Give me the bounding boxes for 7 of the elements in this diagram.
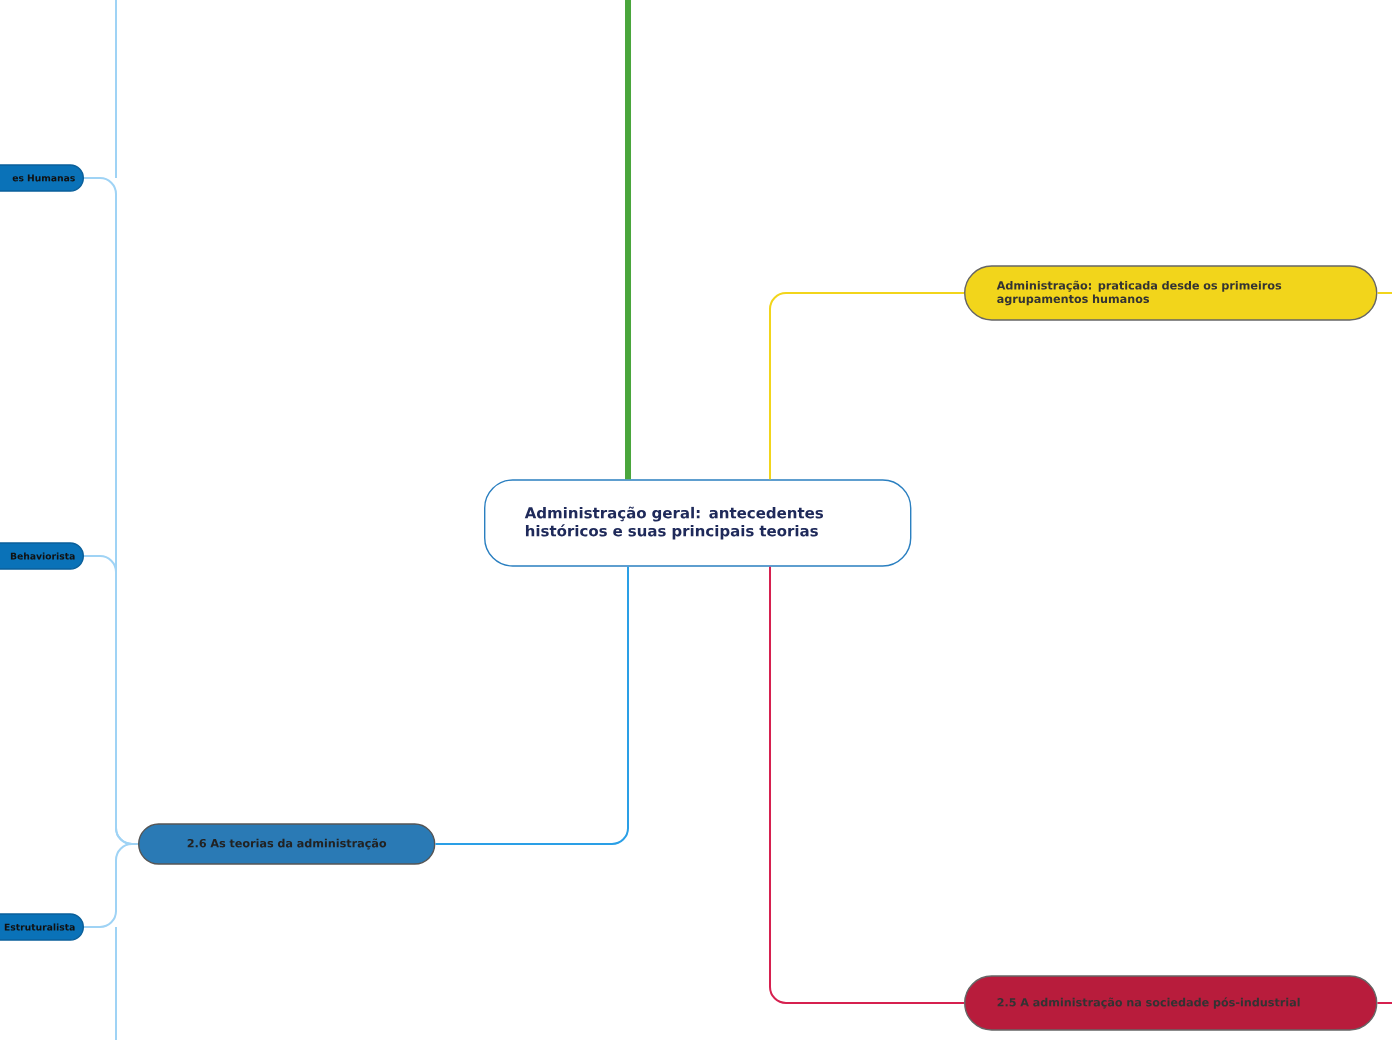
connector-line [83, 843, 139, 928]
connector-line [769, 565, 965, 1004]
connector-line [769, 292, 965, 481]
connector-line [434, 565, 629, 845]
connector-line [625, 0, 631, 480]
connector-line [1376, 1002, 1392, 1004]
connector-line [1376, 292, 1392, 294]
